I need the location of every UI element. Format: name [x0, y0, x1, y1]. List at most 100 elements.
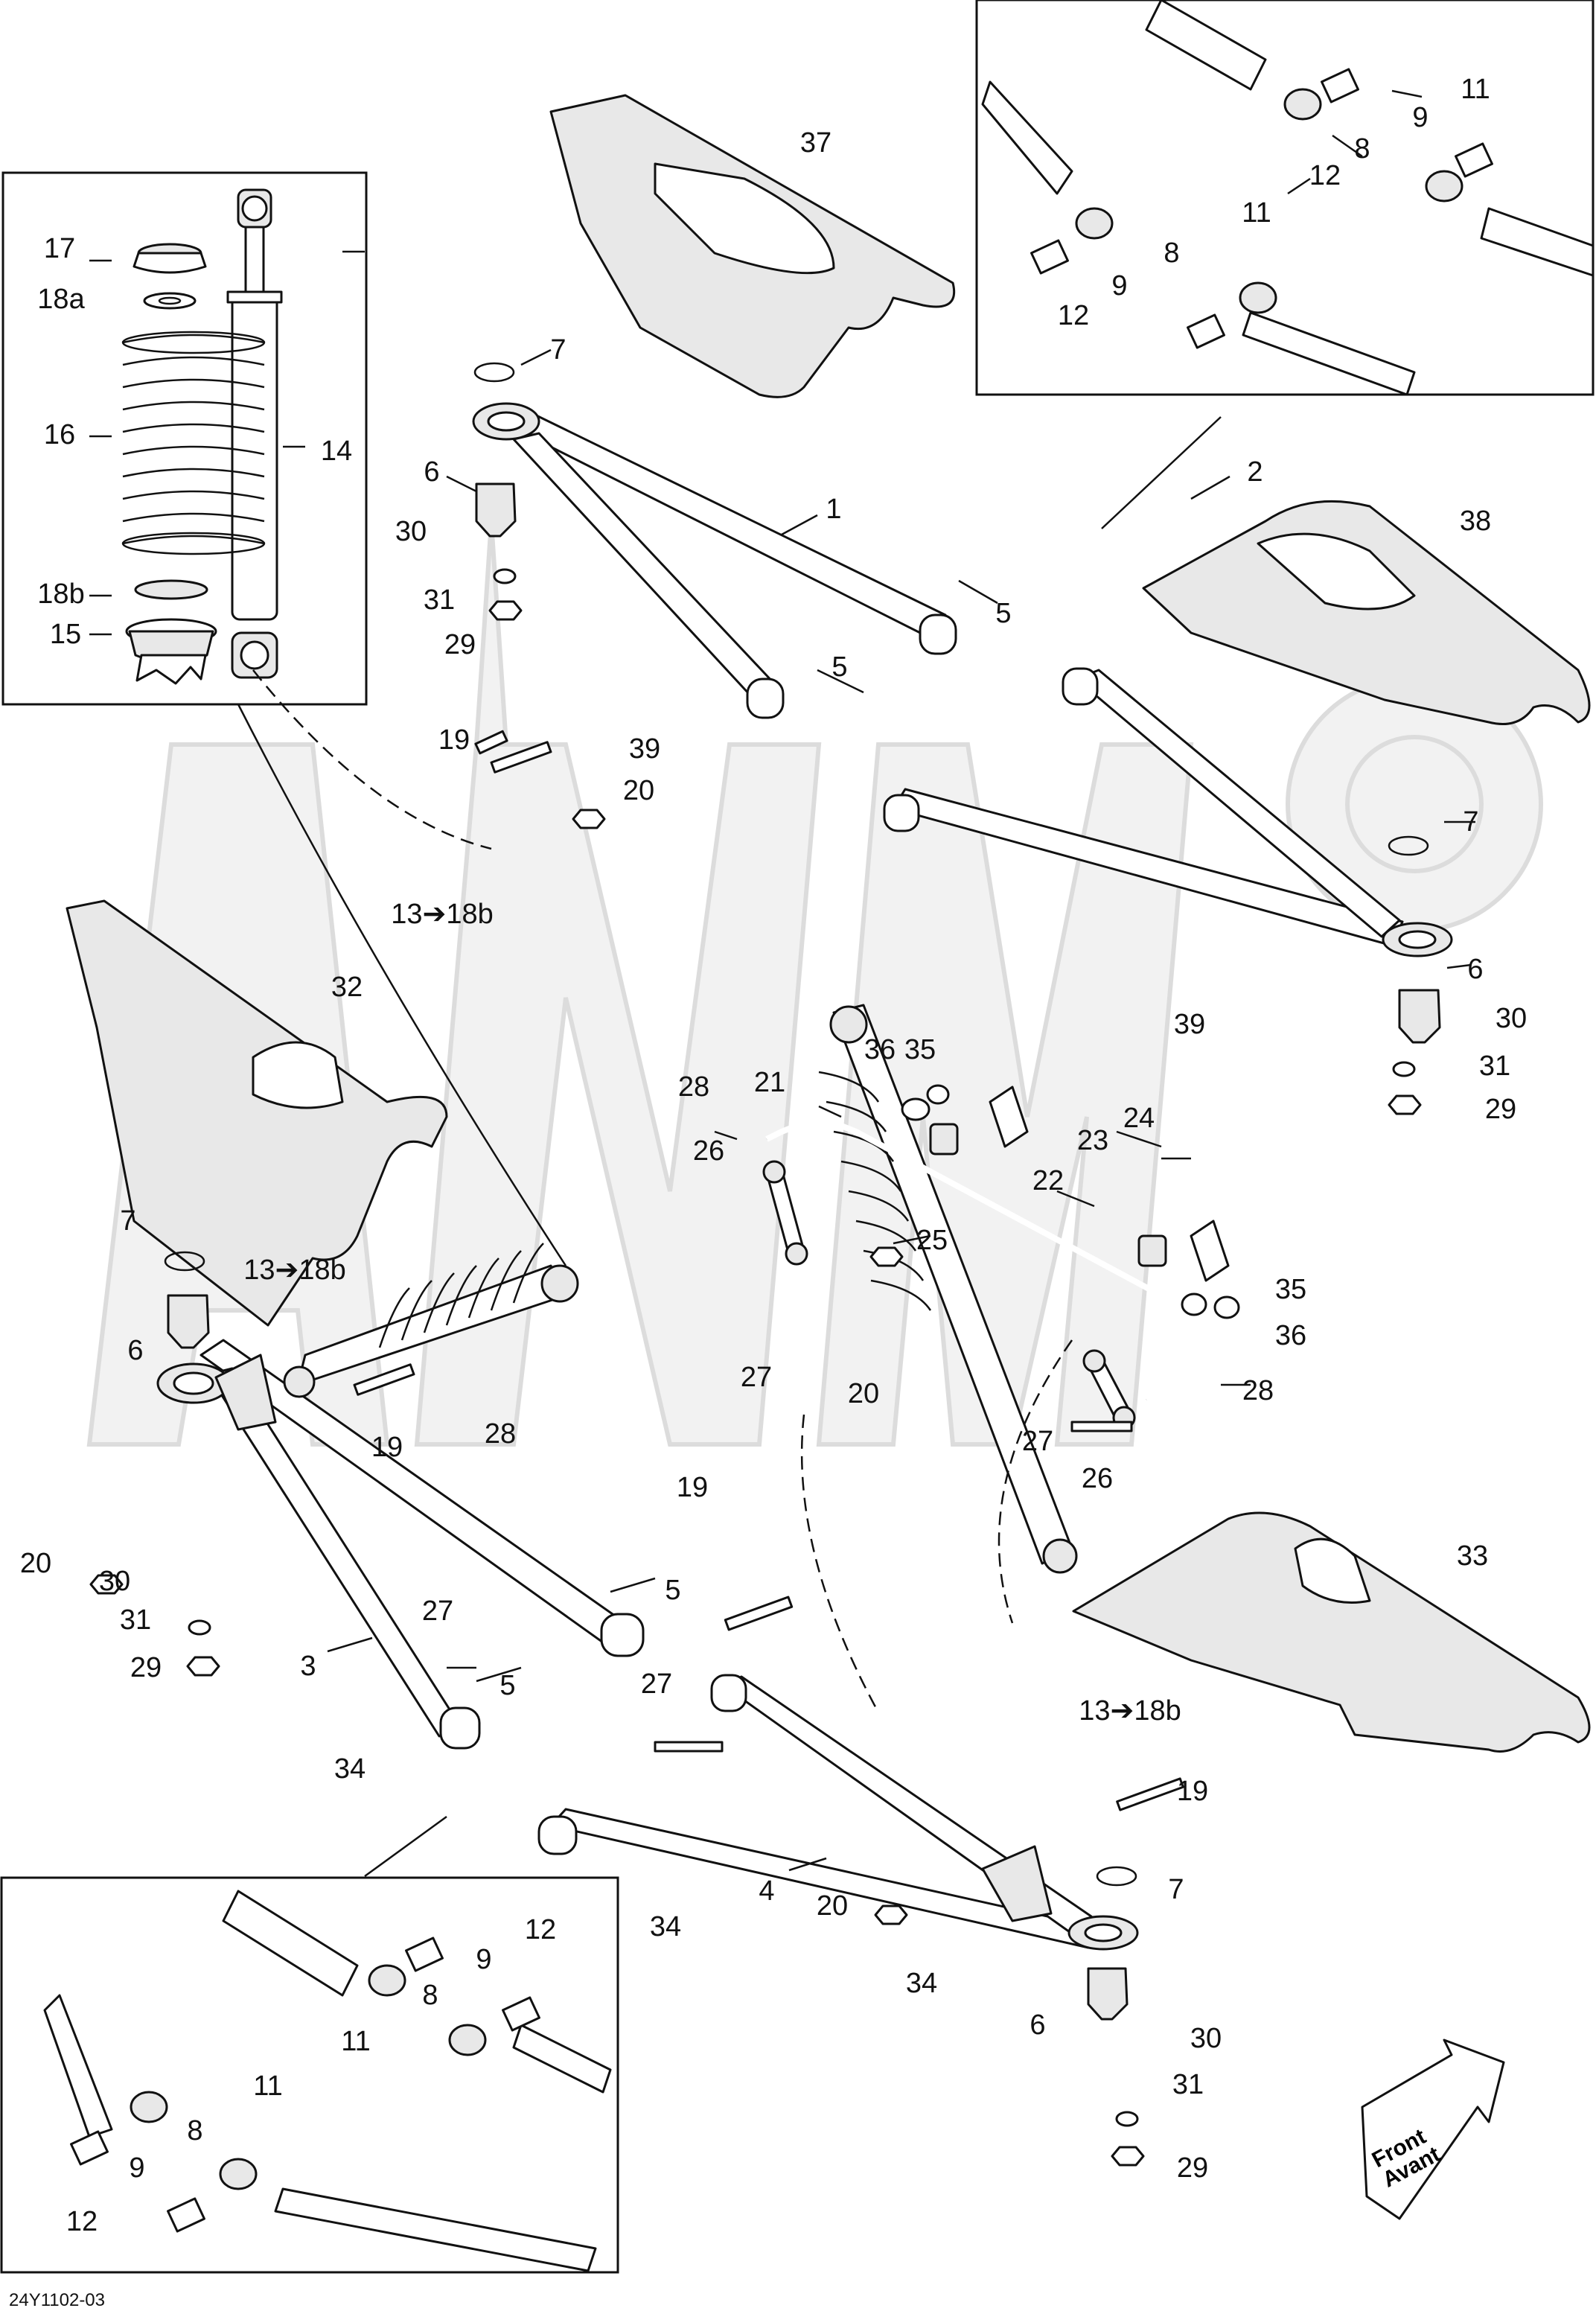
callout-36b: 36: [1274, 1320, 1307, 1351]
callout-19a: 19: [438, 724, 470, 756]
callout-1: 1: [826, 494, 842, 525]
callout-12a: 12: [1309, 160, 1341, 191]
callout-13a: 13➔18b: [391, 899, 494, 930]
callout-37: 37: [799, 127, 832, 159]
hardware-fasteners: [89, 568, 1422, 2167]
relation-lines: [237, 416, 1222, 1878]
washer-18b: [134, 579, 208, 600]
callout-25: 25: [916, 1225, 948, 1256]
callout-11b: 11: [1242, 197, 1271, 229]
callout-11c: 11: [341, 2026, 371, 2057]
callout-8d: 8: [187, 2115, 203, 2146]
callout-14: 14: [320, 436, 353, 467]
a-arm-protector-38: [1142, 500, 1591, 725]
callout-5a: 5: [995, 598, 1012, 629]
washer-18a: [143, 292, 197, 310]
callout-3: 3: [300, 1651, 316, 1682]
a-arm-protector-37: [549, 94, 955, 398]
callout-27d: 27: [640, 1668, 673, 1700]
stabilizer-bushings: [901, 1084, 1240, 1319]
callout-8c: 8: [422, 1980, 438, 2011]
front-arrow-icon: [1361, 2039, 1505, 2220]
callout-11a: 11: [1461, 74, 1490, 105]
callout-32: 32: [331, 972, 363, 1003]
drawing-code: 24Y1102-03: [9, 2290, 105, 2310]
upper-a-arm-2: [883, 667, 1453, 957]
callout-6c: 6: [127, 1335, 144, 1366]
callout-19b: 19: [371, 1432, 403, 1463]
callout-28a: 28: [677, 1071, 710, 1103]
callout-6a: 6: [424, 456, 440, 488]
callout-29c: 29: [130, 1652, 162, 1683]
lower-inset-bushings: [43, 1890, 612, 2272]
callout-16: 16: [43, 419, 76, 450]
callout-34c: 34: [905, 1968, 938, 1999]
callout-27c: 27: [421, 1596, 454, 1627]
callout-27a: 27: [740, 1362, 773, 1393]
callout-39b: 39: [1173, 1009, 1206, 1040]
callout-26a: 26: [692, 1135, 725, 1167]
callout-19d: 19: [1176, 1776, 1209, 1807]
callout-7b: 7: [1463, 806, 1479, 838]
callout-4: 4: [759, 1875, 775, 1907]
spring-adjuster-15: [125, 618, 217, 685]
callout-28b: 28: [484, 1418, 517, 1450]
spring-stopper-17: [133, 243, 207, 274]
callout-39a: 39: [628, 733, 661, 765]
callout-30a: 30: [395, 516, 427, 547]
callout-18a: 18a: [37, 284, 85, 315]
a-arm-protector-33: [1072, 1511, 1591, 1753]
callout-7a: 7: [550, 334, 566, 366]
callout-31d: 31: [1172, 2069, 1204, 2100]
callout-29a: 29: [444, 629, 476, 660]
callout-35a: 35: [904, 1034, 936, 1065]
ball-joints-6: [167, 482, 1441, 2021]
callout-12c: 12: [524, 1914, 557, 1945]
callout-8b: 8: [1164, 238, 1180, 269]
callout-18b: 18b: [37, 578, 85, 610]
callout-28c: 28: [1242, 1375, 1274, 1406]
callout-20b: 20: [19, 1548, 52, 1579]
callout-20d: 20: [816, 1890, 849, 1922]
callout-29b: 29: [1484, 1094, 1517, 1125]
callout-36a: 36: [864, 1034, 896, 1065]
callout-34b: 34: [649, 1911, 682, 1942]
callout-11d: 11: [253, 2071, 283, 2102]
callout-19c: 19: [676, 1472, 709, 1503]
lower-bushing-inset-frame: [0, 1876, 619, 2274]
callout-20c: 20: [847, 1378, 880, 1409]
callout-9c: 9: [476, 1944, 492, 1975]
callout-15: 15: [49, 619, 82, 650]
a-arm-protector-32: [66, 899, 448, 1327]
callout-9b: 9: [1111, 270, 1128, 302]
callout-leaders: [89, 89, 1475, 1872]
shock-absorber-14: [226, 188, 283, 679]
callout-33: 33: [1456, 1540, 1489, 1572]
callout-13b: 13➔18b: [243, 1255, 346, 1286]
upper-inset-bushings: [981, 0, 1595, 396]
callout-6b: 6: [1467, 954, 1484, 985]
shock-assembly-13-right: [818, 1004, 1078, 1574]
callout-7d: 7: [1168, 1874, 1184, 1905]
callout-34a: 34: [333, 1753, 366, 1785]
callout-20a: 20: [622, 775, 655, 806]
callout-29d: 29: [1176, 2152, 1209, 2184]
lower-a-arm-4: [537, 1674, 1139, 1951]
retaining-rings-7: [164, 362, 1429, 1887]
upper-a-arm-1: [472, 402, 957, 719]
callout-38: 38: [1459, 506, 1492, 537]
callout-5c: 5: [665, 1575, 681, 1606]
callout-31b: 31: [1478, 1051, 1511, 1082]
callout-22: 22: [1032, 1165, 1064, 1196]
callout-9d: 9: [129, 2152, 145, 2184]
callout-5b: 5: [831, 651, 848, 683]
callout-31c: 31: [119, 1604, 152, 1636]
callout-31a: 31: [423, 584, 456, 616]
callout-35b: 35: [1274, 1274, 1307, 1305]
upper-bushing-inset-frame: [975, 0, 1595, 396]
lower-a-arm-3: [156, 1339, 645, 1750]
shock-assembly-13-left: [283, 1243, 579, 1398]
callout-8a: 8: [1354, 133, 1370, 165]
stabilizer-link-26: [762, 1160, 1136, 1429]
